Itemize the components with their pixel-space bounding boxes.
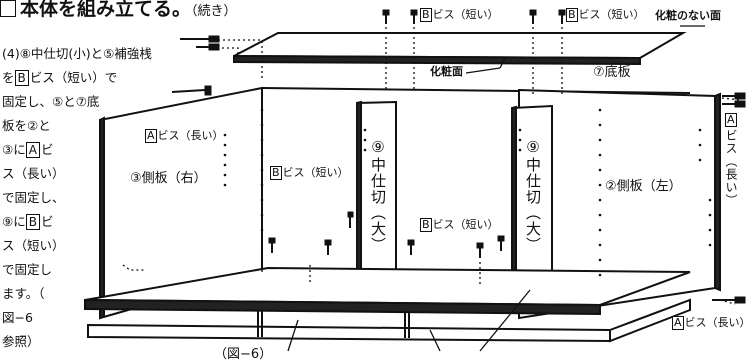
instruction-line: (4)⑧中仕切(小)と⑤補強桟 [2, 42, 152, 66]
screw-icon [382, 9, 390, 24]
screw-icon [497, 235, 505, 251]
instruction-segment: で固定し、 [2, 190, 65, 205]
instruction-segment: ス（短い） [2, 238, 65, 253]
instruction-segment: ③に [2, 142, 26, 157]
instruction-segment: を [2, 70, 15, 85]
instruction-segment: ます。（ [2, 286, 45, 301]
screw-type-box: B [14, 70, 29, 86]
figure-reference: （図−6） [214, 347, 273, 361]
step-heading: 本体を組み立てる。（続き） [0, 0, 237, 19]
instruction-line: ます。（ [2, 282, 152, 306]
no-veneer-face-label: 化粧のない面 [655, 9, 721, 22]
screw-icon [407, 239, 415, 255]
instruction-segment: 固定し、⑤と⑦底 [2, 94, 100, 109]
screw-icon [268, 237, 276, 253]
instruction-segment: ス（長い） [2, 166, 65, 181]
instruction-segment: ビス（短い）で [29, 70, 118, 85]
instruction-segment: 板を②と [2, 118, 51, 133]
screw-icon [558, 9, 566, 24]
base-plinth [87, 323, 611, 343]
top-board [233, 32, 687, 60]
partition-1-label: ⑨中仕切（大） [369, 138, 387, 253]
bottom-board-label: ⑦底板 [593, 65, 631, 80]
step-number-box [0, 0, 16, 17]
screw-icon [180, 35, 220, 43]
screw-icon [324, 239, 332, 255]
screw-icon [722, 100, 746, 108]
instruction-segment: (4)⑧中仕切(小)と⑤補強桟 [2, 46, 152, 61]
screw-icon [196, 43, 220, 51]
instruction-line: 固定し、⑤と⑦底 [2, 90, 152, 114]
instruction-line: 参照） [2, 330, 152, 354]
instruction-segment: 図−6 [2, 310, 33, 325]
screw-icon [712, 296, 746, 304]
veneer-face-label: 化粧面 [430, 65, 463, 78]
screw-icon [529, 9, 537, 24]
screw-type-box: B [25, 214, 40, 230]
screw-icon [171, 85, 212, 96]
instruction-line: で固定し [2, 258, 152, 282]
instruction-segment: 参照） [2, 334, 40, 349]
instruction-segment: ビ [40, 214, 54, 229]
heading-continued: （続き） [191, 4, 237, 19]
instruction-segment: ビ [40, 142, 54, 157]
instruction-line: 板を②と [2, 114, 152, 138]
instruction-line: 図−6 [2, 306, 152, 330]
instruction-segment: で固定し [2, 262, 53, 277]
screw-type-box: A [25, 142, 40, 158]
screw-icon [476, 242, 484, 258]
side-right-label: ③側板（右） [130, 171, 207, 186]
instruction-segment: ⑨に [2, 214, 26, 229]
instruction-line: で固定し、 [2, 186, 152, 210]
partition-2-label: ⑨中仕切（大） [524, 138, 542, 253]
screw-a-vertical-label: A ビス（長い） [724, 113, 738, 207]
top-board-edge [233, 54, 641, 66]
screw-icon [347, 211, 354, 228]
screw-icon [722, 92, 746, 100]
screw-icon [410, 9, 418, 24]
instruction-line: ス（短い） [2, 234, 152, 258]
instruction-line: ス（長い） [2, 162, 152, 186]
side-left-label: ②側板（左） [605, 179, 682, 194]
heading-text: 本体を組み立てる。 [20, 0, 192, 20]
